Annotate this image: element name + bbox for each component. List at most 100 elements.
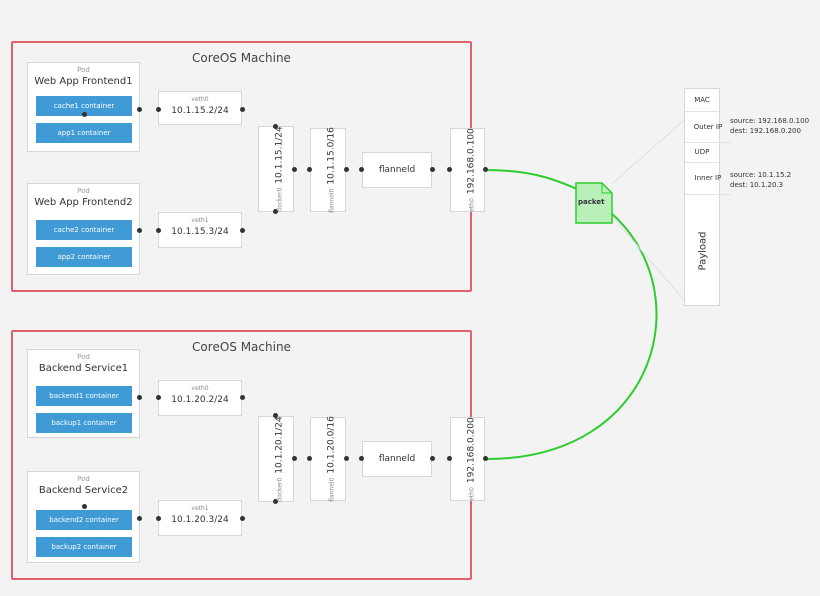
container-app1[interactable]: app1 container [36,123,132,143]
container-backend1[interactable]: backend1 container [36,386,132,406]
connector-dot [273,413,278,418]
connector-dot [430,167,435,172]
machine-title: CoreOS Machine [192,51,291,65]
container-backup1[interactable]: backup1 container [36,413,132,433]
packet-layer-stack: MAC Outer IP UDP Inner IP Payload [684,88,731,307]
connector-dot [137,395,142,400]
veth-name: veth0 [191,385,209,392]
container-app2[interactable]: app2 container [36,247,132,267]
container-backend2[interactable]: backend2 container [36,510,132,530]
layer-inner-ip: Inner IP [685,162,731,195]
connector-dot [137,107,142,112]
connector-dot [240,516,245,521]
docker0-name: docker0 [276,477,284,502]
payload-label: Payload [697,231,709,270]
eth0-ip: 192.168.0.100 [466,128,476,195]
pod-label: Pod [77,353,90,361]
connector-dot [82,504,87,509]
docker0-ip: 10.1.15.1/24 [274,126,285,184]
connector-dot [273,209,278,214]
layer-payload: Payload [685,194,721,307]
connector-dot [483,456,488,461]
connector-dot [483,167,488,172]
packet-icon[interactable] [575,182,613,224]
connector-dot [137,228,142,233]
pod-web-app-frontend2[interactable]: Pod Web App Frontend2 cache2 container a… [27,183,140,275]
flannel0-ip: 10.1.20.0/16 [326,416,337,474]
connector-dot [273,499,278,504]
pod-label: Pod [77,66,90,74]
guide-line-bottom [611,215,685,301]
layer-udp: UDP [685,142,719,163]
layer-outer-ip: Outer IP [685,111,731,143]
connector-dot [240,228,245,233]
veth-ip: 10.1.20.3/24 [171,515,229,525]
veth-name: veth1 [191,505,209,512]
guide-line-top [611,119,685,185]
connector-dot [447,167,452,172]
connector-dot [156,516,161,521]
docker0-name: docker0 [276,187,284,212]
flannel0-interface[interactable]: flannel0 10.1.15.0/16 [310,127,346,213]
connector-dot [156,228,161,233]
machine-title: CoreOS Machine [192,340,291,354]
pod-title: Backend Service1 [38,363,129,374]
eth0-interface[interactable]: eth0192.168.0.100 [450,128,485,212]
veth0-interface[interactable]: veth0 10.1.20.2/24 [158,380,242,416]
pod-backend-service2[interactable]: Pod Backend Service2 backend2 container … [27,471,140,563]
flannel0-ip: 10.1.15.0/16 [326,127,337,185]
container-cache1[interactable]: cache1 container [36,96,132,116]
connector-dot [292,456,297,461]
eth0-ip: 192.168.0.200 [466,417,476,484]
connector-dot [307,167,312,172]
container-cache2[interactable]: cache2 container [36,220,132,240]
connector-dot [156,395,161,400]
connector-dot [344,167,349,172]
veth1-interface[interactable]: veth1 10.1.20.3/24 [158,500,242,536]
docker0-bridge[interactable]: docker0 10.1.20.1/24 [258,416,294,502]
connector-dot [344,456,349,461]
flanneld-daemon[interactable]: flanneld [362,152,432,188]
pod-label: Pod [77,187,90,195]
flannel0-name: flannel0 [328,188,336,213]
flannel0-interface[interactable]: flannel010.1.20.0/16 [310,416,346,502]
veth-ip: 10.1.20.2/24 [171,395,229,405]
connector-dot [240,395,245,400]
connector-dot [137,516,142,521]
connector-dot [307,456,312,461]
connector-dot [430,456,435,461]
pod-title: Web App Frontend1 [34,76,133,87]
outer-ip-annotation: source: 192.168.0.100 dest: 192.168.0.20… [730,116,809,136]
eth0-interface[interactable]: eth0 192.168.0.200 [450,417,485,501]
inner-ip-source: source: 10.1.15.2 [730,171,792,179]
layer-mac: MAC [685,89,719,112]
flanneld-daemon[interactable]: flanneld [362,441,432,477]
connector-dot [292,167,297,172]
eth0-name: eth0 [468,487,475,501]
connector-dot [359,456,364,461]
inner-ip-annotation: source: 10.1.15.2 dest: 10.1.20.3 [730,170,791,190]
veth-ip: 10.1.15.2/24 [171,106,229,116]
packet-label: packet [578,198,605,206]
connector-dot [240,107,245,112]
pod-title: Web App Frontend2 [34,197,133,208]
pod-web-app-frontend1[interactable]: Pod Web App Frontend1 cache1 container a… [27,62,140,152]
inner-ip-dest: dest: 10.1.20.3 [730,181,784,189]
container-backup2[interactable]: backup2 container [36,537,132,557]
veth-name: veth1 [191,217,209,224]
docker0-ip: 10.1.20.1/24 [274,416,285,474]
pod-backend-service1[interactable]: Pod Backend Service1 backend1 container … [27,349,140,438]
docker0-bridge[interactable]: docker0 10.1.15.1/24 [258,126,294,212]
connector-dot [359,167,364,172]
pod-title: Backend Service2 [38,485,129,496]
pod-label: Pod [77,475,90,483]
outer-ip-source: source: 192.168.0.100 [730,117,810,125]
veth0-interface[interactable]: veth0 10.1.15.2/24 [158,91,242,125]
outer-ip-dest: dest: 192.168.0.200 [730,127,801,135]
veth-name: veth0 [191,96,209,103]
connector-dot [82,112,87,117]
veth-ip: 10.1.15.3/24 [171,227,229,237]
veth1-interface[interactable]: veth1 10.1.15.3/24 [158,212,242,248]
link-packet-eth0-m2 [484,211,658,461]
connector-dot [156,107,161,112]
